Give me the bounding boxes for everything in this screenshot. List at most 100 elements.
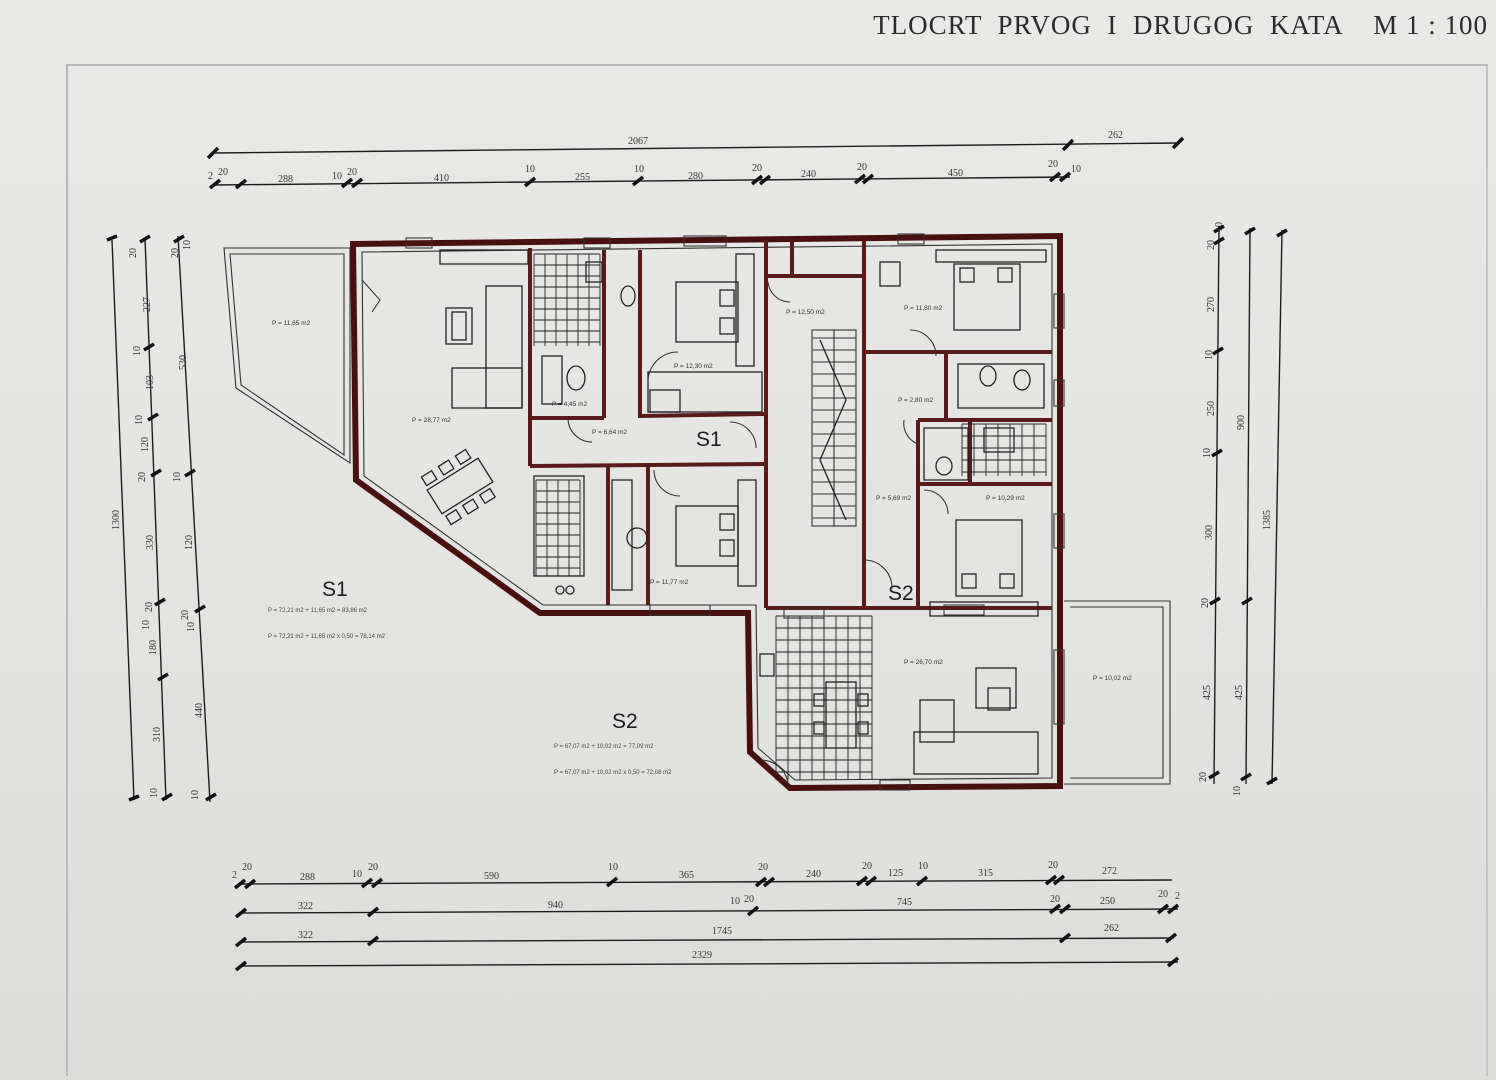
dim-left-i3: 530 <box>178 355 189 370</box>
dim-bot-r1-2: 20 <box>242 862 252 873</box>
dim-top-6: 410 <box>434 173 449 184</box>
dim-bot-r2-7: 250 <box>1100 896 1115 907</box>
terrace-left-area: P = 11,65 m2 <box>272 320 311 327</box>
staircase: P = 12,50 m2 <box>786 309 857 527</box>
dim-top-15: 20 <box>1048 159 1058 170</box>
dim-bot-r1-8: 365 <box>679 870 694 881</box>
bottom-dimension-lines: 2 20 288 10 20 590 10 365 20 240 20 125 … <box>232 860 1180 972</box>
dim-bot-r1-10: 240 <box>806 869 821 880</box>
dim-left-i8: 440 <box>194 703 205 718</box>
dim-bot-r1-1: 2 <box>232 870 237 881</box>
dim-left-i2: 10 <box>182 240 193 250</box>
unit-s2-area-1: P = 67,07 m2 + 10,02 m2 = 77,09 m2 <box>554 744 654 750</box>
dim-top-9: 10 <box>634 164 644 175</box>
dim-bot-r1-11: 20 <box>862 861 872 872</box>
dim-top-14: 450 <box>948 168 963 179</box>
dim-top-16: 10 <box>1071 164 1081 175</box>
dim-bot-r1-6: 590 <box>484 871 499 882</box>
right-dimension-lines: 20 10 270 10 250 10 300 20 425 20 900 42… <box>1198 222 1288 796</box>
room-labels: P = 28,77 m2 P = 4,45 m2 P = 12,30 m2 P … <box>268 305 1025 776</box>
dim-top-10: 280 <box>688 171 703 182</box>
dim-right-i1: 20 <box>1206 240 1217 250</box>
left-dimension-lines: 1300 20 227 10 103 10 120 20 330 20 10 1… <box>106 234 217 803</box>
dim-overall-right: 262 <box>1108 130 1123 141</box>
dim-right-i3: 270 <box>1206 297 1217 312</box>
stair-area: P = 12,50 m2 <box>786 309 825 316</box>
dim-right-i7: 300 <box>1204 525 1215 540</box>
unit-s2-area-2: P = 67,07 m2 + 10,02 m2 x 0,50 = 72,08 m… <box>554 770 672 776</box>
room-bath-s1: P = 4,45 m2 <box>552 401 587 408</box>
dim-bot-r2-9: 2 <box>1175 891 1180 902</box>
dim-bot-r1-4: 10 <box>352 869 362 880</box>
dim-top-3: 288 <box>278 174 293 185</box>
dim-right-m2: 425 <box>1234 685 1245 700</box>
dim-left-m13: 10 <box>149 788 160 798</box>
dim-bot-r2-3: 10 <box>730 896 740 907</box>
dim-left-m11: 180 <box>148 640 159 655</box>
room-living-s2: P = 26,70 m2 <box>904 659 943 666</box>
dim-bot-r3-1: 322 <box>298 930 313 941</box>
dim-bot-r1-16: 272 <box>1102 866 1117 877</box>
dim-right-m3: 10 <box>1232 786 1243 796</box>
dim-left-m5: 10 <box>134 415 145 425</box>
dim-left-m12: 310 <box>152 727 163 742</box>
dim-right-i2: 10 <box>1214 222 1225 232</box>
dim-bot-r3-2: 1745 <box>712 926 732 937</box>
dim-left-i9: 10 <box>190 790 201 800</box>
dim-left-m6: 120 <box>140 437 151 452</box>
dim-left-i5: 120 <box>184 535 195 550</box>
dim-left-i7: 10 <box>186 622 197 632</box>
dim-left-m9: 20 <box>144 602 155 612</box>
dim-bot-r2-5: 745 <box>897 897 912 908</box>
unit-s2-label: S2 <box>612 710 638 733</box>
dim-right-i8: 20 <box>1200 598 1211 608</box>
dim-bot-r2-4: 20 <box>744 894 754 905</box>
dim-top-5: 20 <box>347 167 357 178</box>
dim-overall: 2067 <box>628 136 648 147</box>
dim-left-overall: 1300 <box>111 510 122 530</box>
dim-left-m2: 227 <box>142 297 153 312</box>
unit-s1-area-1: P = 72,21 m2 + 11,65 m2 = 83,86 m2 <box>268 608 368 614</box>
room-bed1-s2: P = 11,80 m2 <box>904 305 943 312</box>
dim-bot-r2-6: 20 <box>1050 894 1060 905</box>
dim-bot-r1-15: 20 <box>1048 860 1058 871</box>
dim-top-7: 10 <box>525 164 535 175</box>
dim-top-11: 20 <box>752 163 762 174</box>
dim-top-2: 20 <box>218 167 228 178</box>
dim-left-m1: 20 <box>128 248 139 258</box>
dim-right-i10: 20 <box>1198 772 1209 782</box>
dim-bot-r1-12: 125 <box>888 868 903 879</box>
room-bed2-s1: P = 11,77 m2 <box>650 579 689 586</box>
unit-s2-entry-label: S2 <box>888 582 914 605</box>
drawing-sheet <box>66 64 1488 1076</box>
dim-left-i1: 20 <box>170 248 181 258</box>
top-dimension-lines: 2067 262 2 20 288 10 20 410 10 255 10 28… <box>206 130 1185 190</box>
drawing-title: TLOCRT PRVOG I DRUGOG KATA M 1 : 100 <box>873 10 1488 40</box>
dim-left-m3: 10 <box>132 346 143 356</box>
interior-walls <box>528 240 1052 610</box>
dim-left-m8: 330 <box>145 535 156 550</box>
room-hall-s1: P = 6,64 m2 <box>592 429 627 436</box>
dim-top-4: 10 <box>332 171 342 182</box>
room-bed1-s1: P = 12,30 m2 <box>674 363 713 370</box>
dim-right-i9: 425 <box>1202 685 1213 700</box>
dim-top-13: 20 <box>857 162 867 173</box>
terrace-left: P = 11,65 m2 <box>223 247 351 465</box>
terrace-right-area: P = 10,02 m2 <box>1093 675 1132 682</box>
dim-right-i4: 10 <box>1204 350 1215 360</box>
door-swings <box>361 279 949 783</box>
dim-right-i5: 250 <box>1206 401 1217 416</box>
terrace-right: P = 10,02 m2 <box>1064 600 1171 785</box>
furniture <box>420 249 1047 775</box>
dim-top-12: 240 <box>801 169 816 180</box>
unit-s1-entry-label: S1 <box>696 428 722 451</box>
windows <box>405 233 1065 791</box>
dim-bot-r1-5: 20 <box>368 862 378 873</box>
dim-bot-r2-8: 20 <box>1158 889 1168 900</box>
dim-bot-r1-13: 10 <box>918 861 928 872</box>
room-living-s1: P = 28,77 m2 <box>412 417 451 424</box>
dim-left-m7: 20 <box>137 472 148 482</box>
tiled-areas <box>533 253 1047 780</box>
